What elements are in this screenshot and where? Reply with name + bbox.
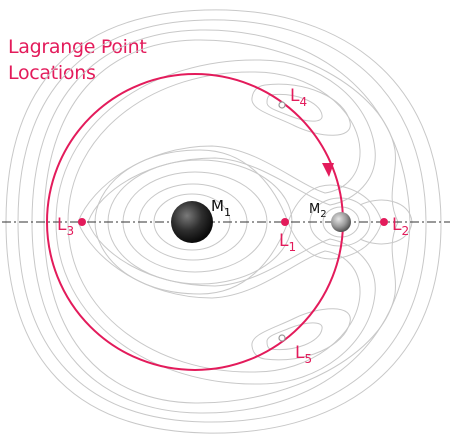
l4-label: L4: [290, 86, 307, 109]
contour-l4-island-1: [251, 83, 351, 136]
contour-l5-island-2: [266, 322, 323, 351]
m1-label: M1: [211, 197, 231, 219]
title-line-2: Locations: [8, 62, 96, 84]
l1-point: [281, 218, 289, 226]
l4-point: [278, 101, 286, 109]
contour-outer-1: [5, 9, 442, 434]
l1-label: L1: [279, 231, 296, 254]
contour-outer-4: [43, 39, 399, 404]
l2-point: [380, 218, 388, 226]
l5-label: L5: [295, 343, 312, 366]
contour-l4-island-2: [266, 93, 323, 122]
contour-horseshoe-2: [67, 71, 361, 373]
m2-label: M2: [309, 202, 327, 220]
mass-m1: [171, 201, 213, 243]
mass-m2: [331, 212, 351, 232]
contour-outer-3: [31, 29, 411, 414]
contour-l5-island-1: [251, 308, 351, 361]
l2-label: L2: [392, 215, 409, 238]
contour-outer-2: [17, 19, 427, 423]
contour-horseshoe-1: [55, 59, 376, 385]
orbit-direction-arrow: [322, 163, 334, 177]
l3-label: L3: [57, 215, 74, 238]
contour-figure-eight: [94, 149, 383, 295]
l5-point: [278, 334, 286, 342]
l3-point: [78, 218, 86, 226]
